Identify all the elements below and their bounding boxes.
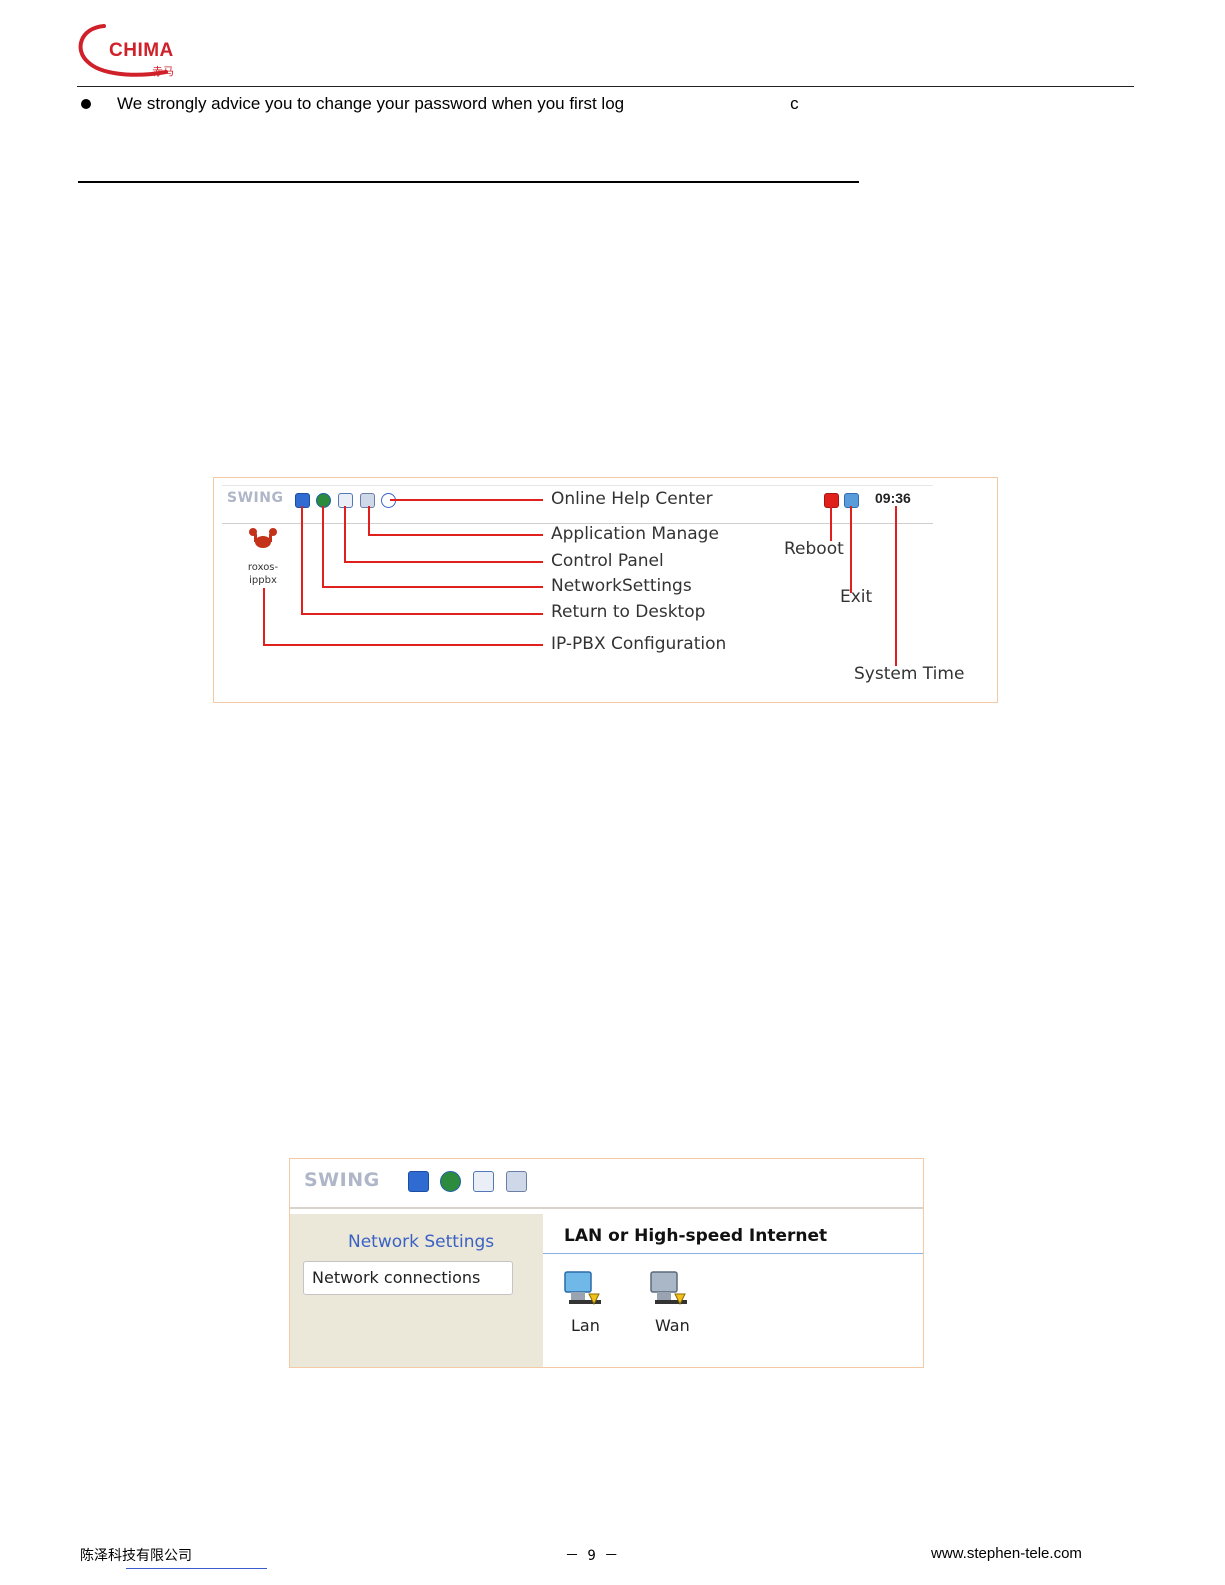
callout-network-v bbox=[322, 506, 324, 588]
label-reboot: Reboot bbox=[784, 539, 844, 559]
label-system-time: System Time bbox=[854, 664, 965, 684]
footer-url[interactable]: www.stephen-tele.com bbox=[931, 1545, 1082, 1562]
toolbar-diagram: SWING 09:36 roxos- ippbx Online Help Cen… bbox=[213, 477, 998, 703]
callout-reboot bbox=[830, 506, 832, 541]
wan-connection-icon[interactable] bbox=[649, 1270, 689, 1312]
globe-icon[interactable] bbox=[440, 1171, 461, 1192]
label-return-desktop: Return to Desktop bbox=[551, 602, 706, 622]
callout-control-h bbox=[344, 561, 543, 563]
callout-desktop-v bbox=[301, 506, 303, 615]
section-rule bbox=[78, 181, 859, 183]
bullet-text: We strongly advice you to change your pa… bbox=[117, 94, 799, 113]
panel-heading: LAN or High-speed Internet bbox=[564, 1226, 828, 1246]
top-toolbar bbox=[290, 1159, 923, 1209]
sidebar: Network Settings Network connections bbox=[290, 1214, 543, 1367]
callout-app-v bbox=[368, 506, 370, 536]
sidebar-title: Network Settings bbox=[348, 1232, 495, 1252]
callout-desktop-h bbox=[301, 613, 543, 615]
logo-chinese: 赤马 bbox=[152, 65, 174, 78]
callout-app-h bbox=[368, 534, 543, 536]
callout-help bbox=[390, 499, 543, 501]
chima-logo bbox=[78, 24, 168, 77]
footer-company: 陈泽科技有限公司 bbox=[80, 1548, 192, 1564]
label-online-help: Online Help Center bbox=[551, 489, 713, 509]
desktop-item-label: roxos- ippbx bbox=[247, 562, 279, 586]
bullet-dot bbox=[81, 99, 91, 109]
network-settings-screenshot: SWING Network Settings Network connectio… bbox=[289, 1158, 924, 1368]
swing-brand: SWING bbox=[304, 1169, 380, 1191]
main-panel: LAN or High-speed Internet Lan Wan bbox=[543, 1214, 923, 1367]
system-time: 09:36 bbox=[875, 490, 911, 506]
wan-label[interactable]: Wan bbox=[655, 1316, 690, 1335]
control-panel-icon[interactable] bbox=[473, 1171, 494, 1192]
swing-brand: SWING bbox=[227, 490, 284, 506]
callout-time bbox=[895, 506, 897, 666]
callout-control-v bbox=[344, 506, 346, 563]
crab-icon[interactable] bbox=[249, 526, 277, 552]
footer-underline bbox=[126, 1568, 267, 1569]
page-number: － 9 － bbox=[565, 1548, 619, 1564]
desktop-taskbar bbox=[222, 485, 933, 524]
label-exit: Exit bbox=[840, 587, 873, 607]
callout-network-h bbox=[322, 586, 543, 588]
heading-rule bbox=[543, 1253, 923, 1254]
label-control-panel: Control Panel bbox=[551, 551, 664, 571]
app-manage-icon[interactable] bbox=[360, 493, 375, 508]
callout-ippbx-v bbox=[263, 588, 265, 646]
header-rule bbox=[77, 86, 1134, 87]
sidebar-item-network-connections[interactable]: Network connections bbox=[303, 1261, 513, 1295]
label-network-settings: NetworkSettings bbox=[551, 576, 692, 596]
callout-exit bbox=[850, 506, 852, 593]
label-ippbx-config: IP-PBX Configuration bbox=[551, 634, 727, 654]
callout-ippbx-h bbox=[263, 644, 543, 646]
desktop-icon[interactable] bbox=[408, 1171, 429, 1192]
logo-text: CHIMA bbox=[109, 40, 174, 61]
lan-connection-icon[interactable] bbox=[563, 1270, 603, 1312]
sidebar-item-label: Network connections bbox=[312, 1268, 481, 1287]
label-application-manage: Application Manage bbox=[551, 524, 719, 544]
lan-label[interactable]: Lan bbox=[571, 1316, 600, 1335]
app-manage-icon[interactable] bbox=[506, 1171, 527, 1192]
